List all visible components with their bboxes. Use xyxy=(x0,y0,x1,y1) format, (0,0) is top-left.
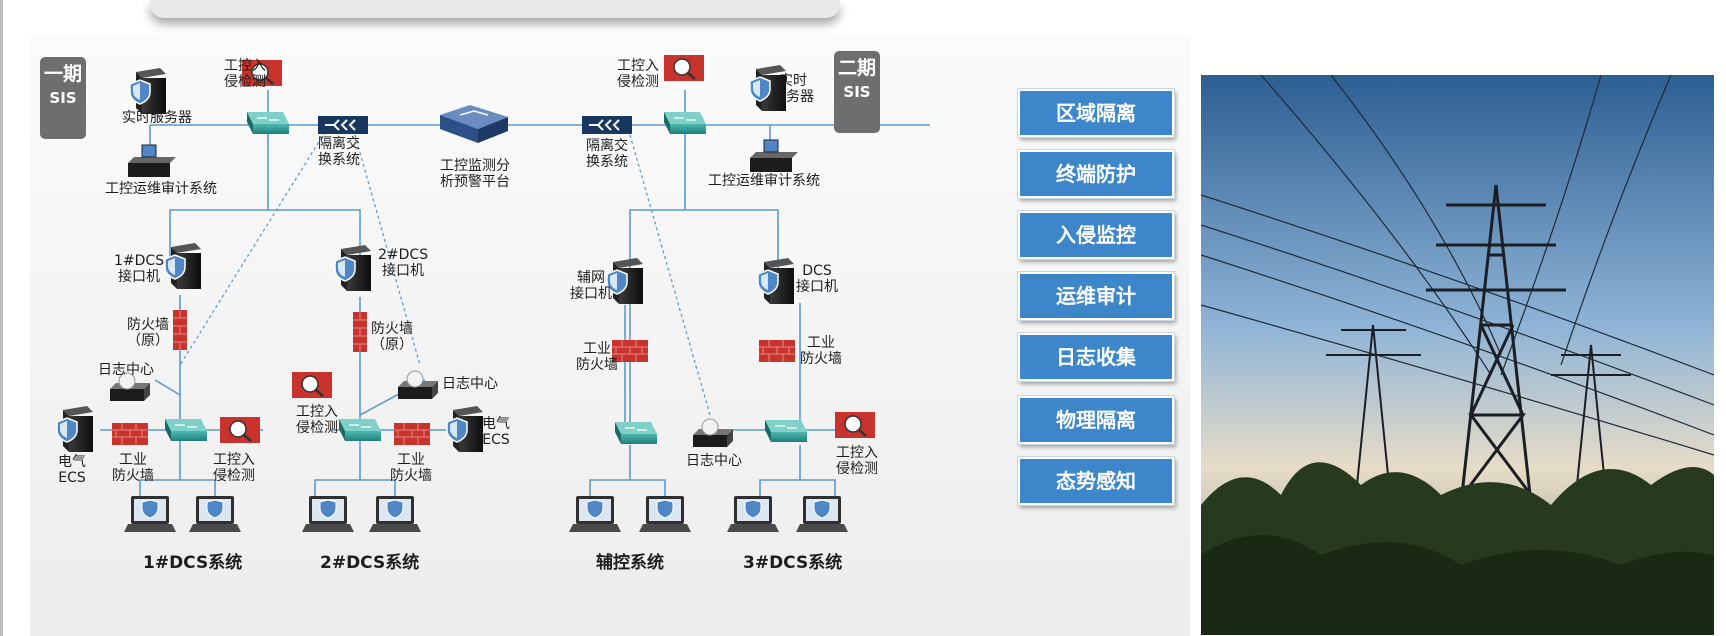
log-center-3-label: 日志中心 xyxy=(686,453,742,469)
ids-top-2-label: 工控入 侵检测 xyxy=(617,58,659,90)
switch-5-icon xyxy=(614,421,658,445)
system-title: 2#DCS系统 xyxy=(320,553,420,573)
industrial-fw-4-icon xyxy=(758,339,796,363)
capability-ops-audit[interactable]: 运维审计 xyxy=(1017,271,1175,321)
phase-2-label: 二期 xyxy=(837,57,876,79)
network-diagram: 一期 SIS 二期 SIS 工控入 侵检测 实时服务器 工控运维审计系统 隔离交… xyxy=(30,35,1190,636)
audit-system-2-label: 工控运维审计系统 xyxy=(708,173,820,189)
ids-top-label: 工控入 侵检测 xyxy=(224,58,266,90)
switch-3-icon xyxy=(164,418,208,442)
dcs-interface-label: DCS 接口机 xyxy=(796,263,838,295)
electric-ecs-2-label: 电气 ECS xyxy=(482,416,510,448)
workstation-icon xyxy=(188,495,242,533)
firewall-orig-1-label: 防火墙 （原） xyxy=(127,317,169,349)
platform-label: 工控监测分 析预警平台 xyxy=(440,158,510,190)
log-center-1-label: 日志中心 xyxy=(98,362,154,378)
isolation-switch-2-icon xyxy=(581,115,633,135)
industrial-fw-1-label: 工业 防火墙 xyxy=(112,452,154,484)
workstation-icon xyxy=(368,495,422,533)
dcs2-interface-label: 2#DCS 接口机 xyxy=(378,247,429,279)
power-tower-photo xyxy=(1201,75,1714,635)
aux-interface-label: 辅网 接口机 xyxy=(570,270,612,302)
ids-3-label: 工控入 侵检测 xyxy=(213,452,255,484)
ids-2-label: 工控入 侵检测 xyxy=(296,404,338,436)
workstation-icon xyxy=(795,495,849,533)
phase-1-label: 一期 xyxy=(43,63,82,85)
ids-bottom-label: 工控入 侵检测 xyxy=(836,445,878,477)
realtime-server-icon xyxy=(129,67,167,115)
dcs2-interface-icon xyxy=(334,244,372,292)
capability-log-collection[interactable]: 日志收集 xyxy=(1017,332,1175,382)
phase-1-badge: 一期 SIS xyxy=(40,57,86,139)
capability-zone-isolation[interactable]: 区域隔离 xyxy=(1017,88,1175,138)
workstation-icon xyxy=(123,495,177,533)
capability-intrusion-monitoring[interactable]: 入侵监控 xyxy=(1017,210,1175,260)
industrial-fw-1-icon xyxy=(111,422,149,446)
workstation-icon xyxy=(638,495,692,533)
switch-4-icon xyxy=(338,418,382,442)
realtime-server-2-label: 实时 服务器 xyxy=(772,73,814,105)
industrial-fw-2-label: 工业 防火墙 xyxy=(390,452,432,484)
firewall-orig-1-icon xyxy=(172,309,188,351)
industrial-fw-4-label: 工业 防火墙 xyxy=(800,335,842,367)
system-title: 辅控系统 xyxy=(596,553,664,573)
switch-icon xyxy=(246,111,290,135)
system-title: 3#DCS系统 xyxy=(743,553,843,573)
isolation-label: 隔离交 换系统 xyxy=(318,136,360,168)
log-center-2-icon xyxy=(397,370,439,400)
log-center-3-icon xyxy=(692,418,734,448)
firewall-orig-2-label: 防火墙 （原） xyxy=(371,321,413,353)
system-title: 1#DCS系统 xyxy=(143,553,243,573)
capability-physical-isolation[interactable]: 物理隔离 xyxy=(1017,395,1175,445)
phase-2-badge: 二期 SIS xyxy=(834,51,880,133)
isolation-switch-icon xyxy=(317,115,369,135)
dashed-links xyxy=(179,131,711,416)
workstation-icon xyxy=(568,495,622,533)
electric-ecs-2-icon xyxy=(446,405,484,453)
workstation-icon xyxy=(301,495,355,533)
electric-ecs-1-label: 电气 ECS xyxy=(58,454,86,486)
ids-3-icon xyxy=(218,415,262,445)
switch-6-icon xyxy=(764,419,808,443)
capability-endpoint-protection[interactable]: 终端防护 xyxy=(1017,149,1175,199)
log-center-2-label: 日志中心 xyxy=(442,376,498,392)
top-toolbar-bar xyxy=(150,0,840,18)
phase-2-sis: SIS xyxy=(843,83,871,101)
electric-ecs-1-icon xyxy=(56,405,94,453)
monitor-platform-icon xyxy=(440,105,508,143)
switch-2-icon xyxy=(663,111,707,135)
dcs-interface-icon xyxy=(757,257,795,305)
firewall-orig-2-icon xyxy=(352,311,368,353)
workstation-icon xyxy=(726,495,780,533)
industrial-fw-3-label: 工业 防火墙 xyxy=(576,341,618,373)
diagram-canvas xyxy=(56,53,930,533)
audit-system-label: 工控运维审计系统 xyxy=(105,181,217,197)
phase-1-sis: SIS xyxy=(49,89,77,107)
aux-interface-icon xyxy=(606,257,644,305)
left-window-edge xyxy=(0,0,3,636)
realtime-server-label: 实时服务器 xyxy=(122,110,192,126)
capability-situation-awareness[interactable]: 态势感知 xyxy=(1017,456,1175,506)
ids-bottom-icon xyxy=(833,410,877,440)
audit-system-2-icon xyxy=(749,139,799,173)
isolation-2-label: 隔离交 换系统 xyxy=(586,138,628,170)
dcs1-interface-label: 1#DCS 接口机 xyxy=(114,253,165,285)
ids-top-2-icon xyxy=(662,53,706,83)
industrial-fw-2-icon xyxy=(393,422,431,446)
ids-2-icon xyxy=(290,370,334,400)
audit-system-icon xyxy=(127,144,177,178)
